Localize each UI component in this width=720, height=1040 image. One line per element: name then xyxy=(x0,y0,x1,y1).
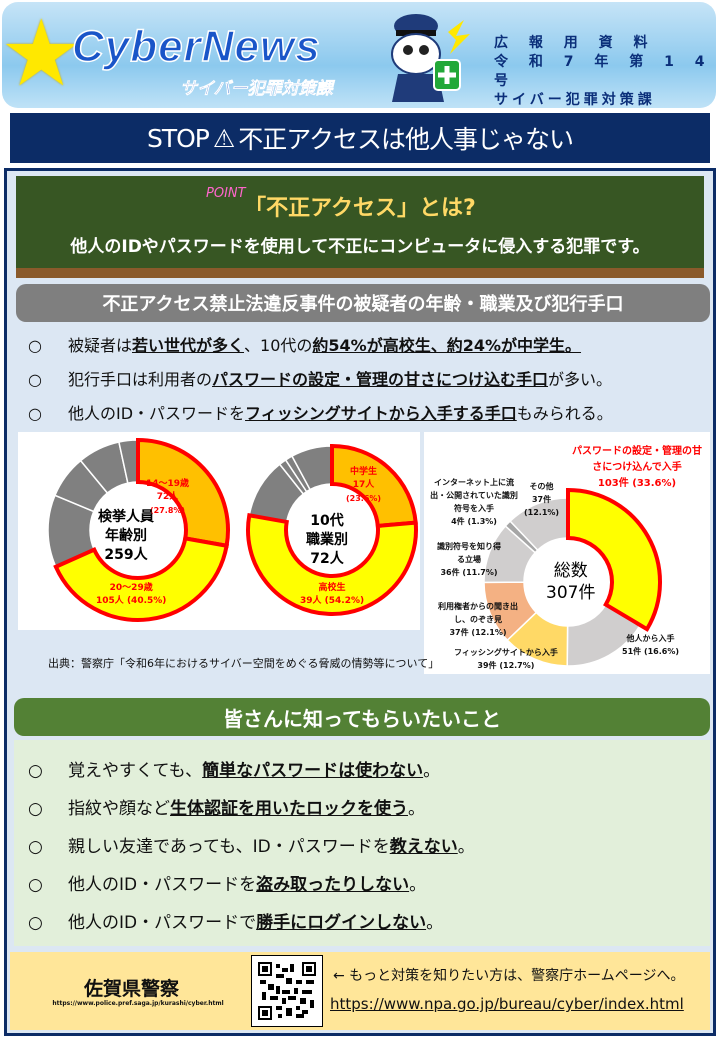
issue-line: 広 報 用 資 料 xyxy=(494,35,656,51)
point-title: 「不正アクセス」とは? xyxy=(244,196,476,221)
warning-icon: ⚠ xyxy=(212,123,235,153)
title-bar: STOP ⚠ 不正アクセスは他人事じゃない xyxy=(10,113,710,163)
point-text: 他人のIDやパスワードを使用して不正にコンピュータに侵入する犯罪です。 xyxy=(70,237,650,257)
tips-heading: 皆さんに知ってもらいたいこと xyxy=(14,698,710,736)
logo: CyberNews xyxy=(71,21,321,72)
police-name: 佐賀県警察 xyxy=(84,978,180,1000)
donut-slice xyxy=(246,512,418,616)
npa-link[interactable]: https://www.npa.go.jp/bureau/cyber/index… xyxy=(330,995,684,1013)
donut-slice xyxy=(53,536,229,622)
police-url[interactable]: https://www.police.pref.saga.jp/kurashi/… xyxy=(52,1000,224,1007)
tips-box xyxy=(14,740,710,946)
donut-slice xyxy=(136,437,230,549)
donut-slice xyxy=(566,487,662,632)
tip-item: ○親しい友達であっても、ID・パスワードを教えない。 xyxy=(28,837,475,857)
qr-code-icon[interactable] xyxy=(251,955,323,1027)
page-title: 不正アクセスは他人事じゃない xyxy=(238,125,574,154)
point-tag: POINT xyxy=(206,186,246,201)
header-banner xyxy=(2,2,716,108)
stat-bullet: ○被疑者は若い世代が多く、10代の約54%が高校生、約24%が中学生。 xyxy=(28,336,582,355)
footer xyxy=(10,952,710,1030)
issue-line: サイバー犯罪対策課 xyxy=(494,92,656,108)
tip-item: ○他人のID・パスワードで勝手にログインしない。 xyxy=(28,913,444,933)
issue-info: 広 報 用 資 料 令 和 7 年 第 1 4 号 サイバー犯罪対策課 xyxy=(494,34,720,110)
star-icon: ★ xyxy=(0,0,83,107)
stat-bullet: ○他人のID・パスワードをフィッシングサイトから入手する手口もみられる。 xyxy=(28,404,613,423)
issue-line: 令 和 7 年 第 1 4 号 xyxy=(494,54,713,89)
point-board: 「不正アクセス」とは? 他人のIDやパスワードを使用して不正にコンピュータに侵入… xyxy=(16,176,704,278)
police-mascot-icon xyxy=(391,14,470,102)
logo-subtitle: サイバー犯罪対策課 xyxy=(180,79,333,100)
tip-item: ○指紋や顔など生体認証を用いたロックを使う。 xyxy=(28,799,425,819)
stat-bullet: ○犯行手口は利用者のパスワードの設定・管理の甘さにつけ込む手口が多い。 xyxy=(28,370,613,389)
stop-text: STOP xyxy=(146,123,210,153)
tip-item: ○他人のID・パスワードを盗み取ったりしない。 xyxy=(28,875,427,895)
more-info-text: ← もっと対策を知りたい方は、警察庁ホームページへ。 xyxy=(333,968,685,984)
source-note: 出典：警察庁「令和6年におけるサイバー空間をめぐる脅威の情勢等について」 xyxy=(48,657,440,670)
stats-heading: 不正アクセス禁止法違反事件の被疑者の年齢・職業及び犯行手口 xyxy=(16,284,710,322)
tip-item: ○覚えやすくても、簡単なパスワードは使わない。 xyxy=(28,761,441,781)
